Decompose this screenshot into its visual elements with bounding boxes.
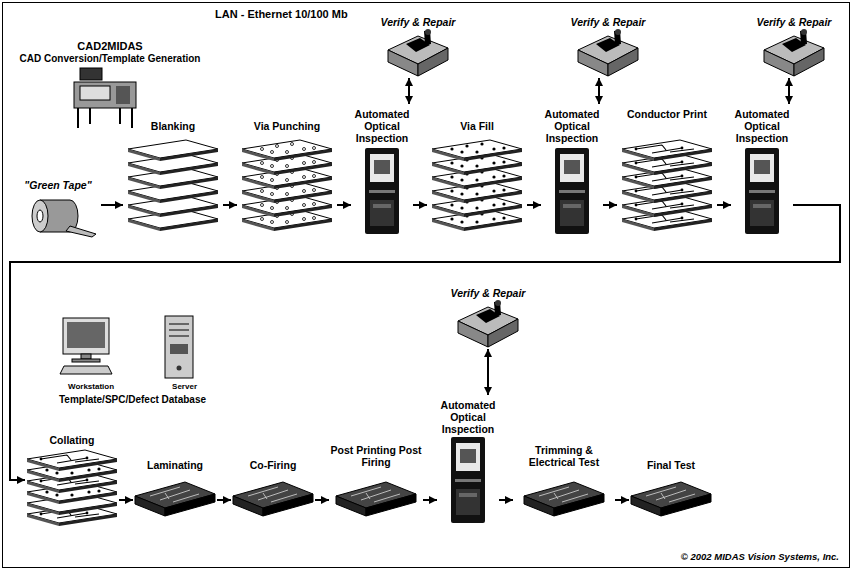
step-label: Server [172, 382, 197, 391]
step-label: Via Fill [427, 120, 527, 132]
network-label: LAN - Ethernet 10/100 Mb [215, 8, 348, 21]
flow-arrow [423, 499, 437, 501]
flow-arrow [717, 204, 731, 206]
step-label: Conductor Print [617, 108, 717, 120]
step-label: Post Printing Post Firing [329, 444, 423, 468]
flow-arrow [101, 204, 123, 206]
flow-arrow [223, 204, 237, 206]
process-step: Collating [25, 430, 119, 530]
process-step: Via Fill [427, 116, 527, 240]
flow-arrow [10, 205, 840, 480]
process-step: Post Printing Post Firing [329, 440, 423, 525]
step-label: Workstation [68, 382, 114, 391]
step-label: CAD Conversion/Template Generation [14, 53, 206, 65]
step-label: Blanking [123, 120, 223, 132]
database-station: Workstation ServerTemplate/SPC/Defect Dat… [39, 312, 226, 420]
flow-arrow [315, 499, 329, 501]
inspection-station: Automated Optical Inspection [351, 104, 413, 240]
flow-arrow [408, 78, 410, 104]
flow-arrow [788, 78, 790, 104]
copyright-note: © 2002 MIDAS Vision Systems, Inc. [681, 551, 839, 562]
step-label: Trimming & Electrical Test [513, 444, 615, 468]
repair-station: Verify & Repair [753, 12, 835, 78]
step-label: Template/SPC/Defect Database [39, 394, 226, 406]
step-label: Verify & Repair [377, 16, 459, 28]
step-label: Verify & Repair [447, 287, 529, 299]
flow-arrow [499, 499, 513, 501]
flow-arrow [119, 499, 133, 501]
repair-station: Verify & Repair [567, 12, 649, 78]
cad-station: CAD2MIDASCAD Conversion/Template Generat… [14, 36, 206, 132]
step-label: CAD2MIDAS [14, 40, 206, 53]
step-label: Automated Optical Inspection [541, 108, 603, 144]
flow-arrow [598, 78, 600, 104]
inspection-station: Automated Optical Inspection [437, 395, 499, 525]
process-step: Co-Firing [231, 455, 315, 525]
step-label: Verify & Repair [567, 16, 649, 28]
flow-arrow [217, 499, 231, 501]
flow-arrow [527, 204, 541, 206]
step-label: Laminating [133, 459, 217, 471]
flow-arrow [413, 204, 427, 206]
step-label: Final Test [629, 459, 713, 471]
step-label: Automated Optical Inspection [731, 108, 793, 144]
process-step: Final Test [629, 455, 713, 525]
step-label: Collating [25, 434, 119, 446]
process-step: "Green Tape" [15, 175, 101, 240]
repair-station: Verify & Repair [447, 283, 529, 349]
repair-station: Verify & Repair [377, 12, 459, 78]
flow-arrow [603, 204, 617, 206]
step-label: Automated Optical Inspection [437, 399, 499, 435]
step-label: Via Punching [237, 120, 337, 132]
step-label: "Green Tape" [15, 179, 101, 191]
process-step: Via Punching [237, 116, 337, 240]
inspection-station: Automated Optical Inspection [541, 104, 603, 240]
flow-arrow [615, 499, 629, 501]
process-step: Laminating [133, 455, 217, 525]
step-label: Co-Firing [231, 459, 315, 471]
step-label: Verify & Repair [753, 16, 835, 28]
flow-arrow [337, 204, 351, 206]
inspection-station: Automated Optical Inspection [731, 104, 793, 240]
process-step: Blanking [123, 116, 223, 240]
process-step: Conductor Print [617, 104, 717, 240]
step-label: Automated Optical Inspection [351, 108, 413, 144]
flow-arrow [487, 349, 489, 395]
process-step: Trimming & Electrical Test [513, 440, 615, 525]
